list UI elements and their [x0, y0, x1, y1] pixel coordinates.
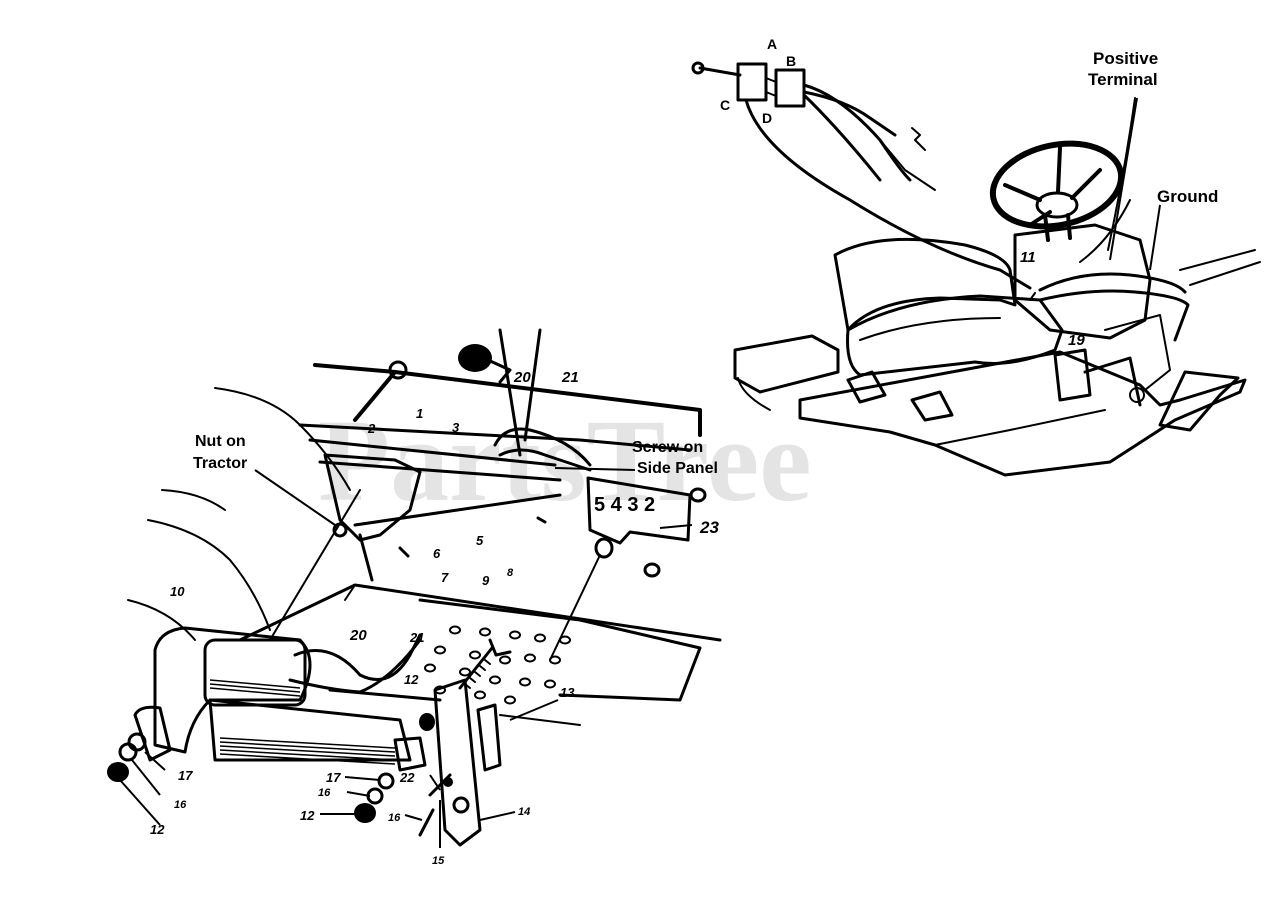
callout-labels: Nut on Tractor Screw on Side Panel Posit…: [193, 36, 1218, 516]
part-number-labels: 1 2 3 5 6 7 8 9 10 11 12 12 12 13 14 15 …: [150, 249, 1085, 867]
part-number-2: 2: [367, 421, 376, 436]
part-number-20-b: 20: [349, 627, 367, 644]
part-number-6: 6: [433, 546, 441, 561]
part-number-21-b: 21: [409, 630, 424, 645]
part-number-3: 3: [452, 420, 460, 435]
part-number-10: 10: [170, 584, 185, 599]
part-number-16-a: 16: [174, 799, 187, 811]
switch-harness: [691, 61, 1136, 290]
part-number-8: 8: [507, 567, 514, 579]
part-number-7: 7: [441, 570, 449, 585]
part-number-16-b: 16: [318, 787, 331, 799]
part-number-12-a: 12: [404, 672, 419, 687]
part-number-20-a: 20: [513, 369, 531, 386]
callout-screw-on-side-panel-line1: Screw on: [632, 439, 703, 456]
part-number-21-a: 21: [561, 369, 579, 386]
callout-ground: Ground: [1157, 187, 1218, 206]
part-number-22: 22: [399, 770, 415, 785]
part-number-12-c: 12: [300, 808, 315, 823]
part-number-5: 5: [476, 533, 484, 548]
leader-lines: [119, 97, 1161, 848]
terminal-d-label: D: [762, 110, 772, 126]
part-number-14: 14: [518, 806, 530, 818]
part-number-17-a: 17: [178, 768, 193, 783]
part-number-9: 9: [482, 573, 490, 588]
part-number-11: 11: [1020, 249, 1036, 266]
floor-holes: [424, 625, 571, 705]
part-number-16-c: 16: [388, 812, 401, 824]
terminal-c-label: C: [720, 97, 730, 113]
part-number-13: 13: [560, 685, 575, 700]
part-number-15: 15: [432, 855, 445, 867]
decal-digits: 5 4 3 2: [594, 494, 655, 516]
part-number-17-b: 17: [326, 770, 341, 785]
part-number-1: 1: [416, 406, 423, 421]
terminal-b-label: B: [786, 53, 796, 69]
part-number-12-b: 12: [150, 822, 165, 837]
terminal-a-label: A: [767, 36, 777, 52]
callout-positive-terminal-line1: Positive: [1093, 49, 1158, 68]
callout-screw-on-side-panel-line2: Side Panel: [637, 460, 718, 477]
callout-nut-on-tractor-line1: Nut on: [195, 433, 246, 450]
part-number-19: 19: [1068, 332, 1085, 349]
part-number-23: 23: [699, 518, 719, 537]
callout-positive-terminal-line2: Terminal: [1088, 70, 1158, 89]
motor-windings: [209, 679, 396, 765]
tractor-illustration: [733, 140, 1261, 477]
callout-nut-on-tractor-line2: Tractor: [193, 455, 247, 472]
